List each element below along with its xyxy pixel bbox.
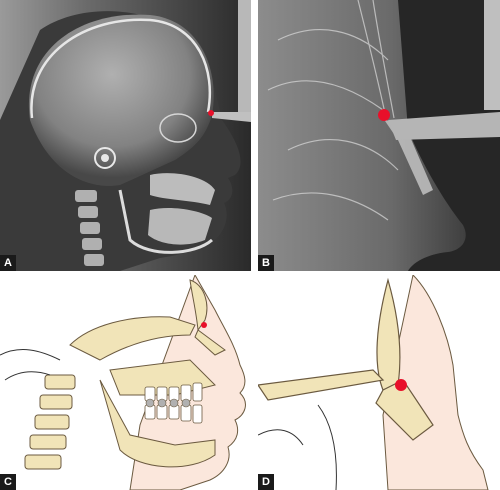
nasion-marker	[208, 110, 214, 116]
nasion-marker	[378, 109, 390, 121]
panel-b-radiograph-detail: B	[258, 0, 500, 271]
panel-a-cephalogram: A	[0, 0, 251, 271]
nasion-marker	[395, 379, 407, 391]
cephalogram-image	[0, 0, 251, 271]
panel-d-tracing-detail: D	[258, 275, 500, 490]
tracing-illustration	[0, 275, 251, 490]
panel-c-tracing: C	[0, 275, 251, 490]
tracing-detail-illustration	[258, 275, 500, 490]
panel-label-d: D	[258, 474, 274, 490]
nasion-marker	[201, 322, 207, 328]
panel-label-a: A	[0, 255, 16, 271]
panel-label-c: C	[0, 474, 16, 490]
radiograph-detail-image	[258, 0, 500, 271]
panel-label-b: B	[258, 255, 274, 271]
